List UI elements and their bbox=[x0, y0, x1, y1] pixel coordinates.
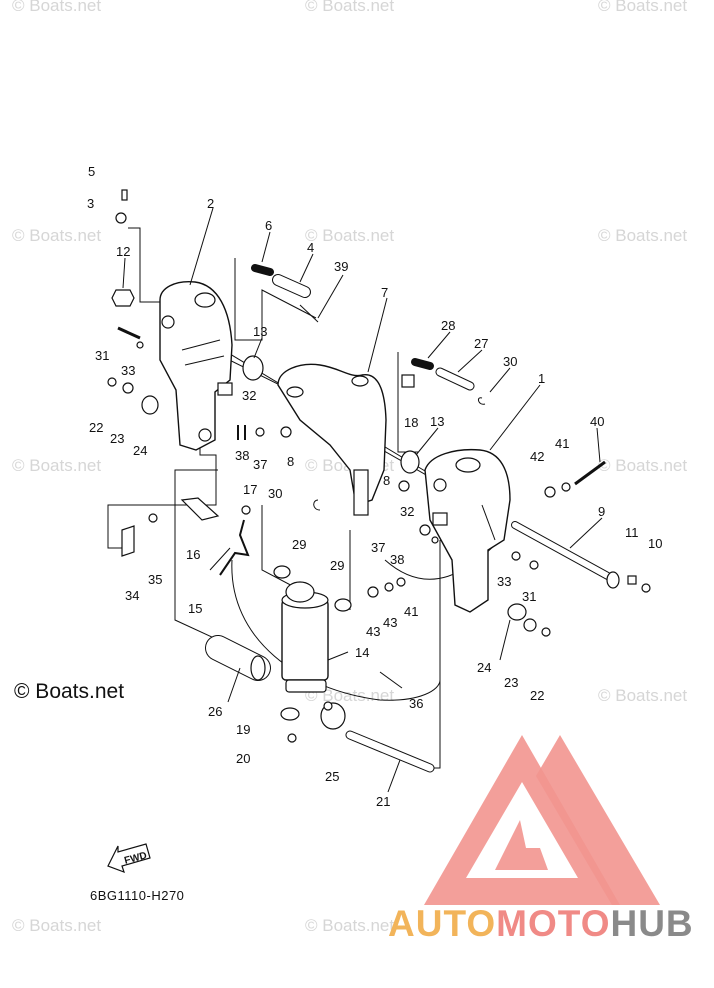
watermark: © Boats.net bbox=[598, 226, 688, 245]
callout: 22 bbox=[89, 420, 103, 435]
watermark: © Boats.net bbox=[12, 0, 102, 15]
callout: 7 bbox=[381, 285, 388, 300]
callout: 42 bbox=[530, 449, 544, 464]
callout: 33 bbox=[121, 363, 135, 378]
callout: 43 bbox=[383, 615, 397, 630]
callout: 22 bbox=[530, 688, 544, 703]
watermark: © Boats.net bbox=[305, 226, 395, 245]
callout: 23 bbox=[504, 675, 518, 690]
boats-net-watermark: © Boats.net bbox=[14, 680, 125, 703]
fwd-arrow-icon: FWD bbox=[107, 843, 151, 874]
callout: 23 bbox=[110, 431, 124, 446]
callout: 1 bbox=[538, 371, 545, 386]
callout: 36 bbox=[409, 696, 423, 711]
callout: 30 bbox=[268, 486, 282, 501]
small-parts bbox=[107, 189, 651, 743]
watermark: © Boats.net bbox=[305, 686, 395, 705]
callout: 16 bbox=[186, 547, 200, 562]
callout: 18 bbox=[404, 415, 418, 430]
callout: 15 bbox=[188, 601, 202, 616]
callout: 2 bbox=[207, 196, 214, 211]
callout: 10 bbox=[648, 536, 662, 551]
callout: 41 bbox=[555, 436, 569, 451]
callout: 31 bbox=[95, 348, 109, 363]
callout: 11 bbox=[625, 525, 639, 540]
callout: 32 bbox=[400, 504, 414, 519]
callout: 28 bbox=[441, 318, 455, 333]
part-2-bracket bbox=[159, 281, 233, 451]
part-21-shaft bbox=[345, 730, 435, 773]
watermark: © Boats.net bbox=[12, 456, 102, 475]
leader-lines bbox=[122, 207, 603, 793]
callout: 38 bbox=[390, 552, 404, 567]
part-1-bracket bbox=[424, 448, 511, 613]
watermark: © Boats.net bbox=[598, 456, 688, 475]
callout: 13 bbox=[253, 324, 267, 339]
callout: 4 bbox=[307, 240, 314, 255]
callout: 13 bbox=[430, 414, 444, 429]
brand-part-moto: MOTO bbox=[496, 903, 611, 944]
watermark: © Boats.net bbox=[305, 916, 395, 935]
callout: 39 bbox=[334, 259, 348, 274]
callout: 34 bbox=[125, 588, 139, 603]
part-7-swivel bbox=[277, 363, 387, 516]
brand-part-auto: AUTO bbox=[388, 903, 497, 944]
callout: 27 bbox=[474, 336, 488, 351]
watermark: © Boats.net bbox=[598, 0, 688, 15]
callout: 24 bbox=[477, 660, 491, 675]
callout: 12 bbox=[116, 244, 130, 259]
part-26-roller bbox=[205, 635, 271, 681]
part-14-cylinder bbox=[281, 581, 329, 693]
callout: 43 bbox=[366, 624, 380, 639]
part-9-tilt-shaft bbox=[511, 521, 620, 589]
callout: 8 bbox=[383, 473, 390, 488]
callout: 40 bbox=[590, 414, 604, 429]
brand-wordmark: AUTOMOTOHUB bbox=[388, 903, 694, 945]
callout: 35 bbox=[148, 572, 162, 587]
callout: 38 bbox=[235, 448, 249, 463]
callout: 31 bbox=[522, 589, 536, 604]
callout: 6 bbox=[265, 218, 272, 233]
watermark: © Boats.net bbox=[12, 916, 102, 935]
callout: 26 bbox=[208, 704, 222, 719]
callout: 37 bbox=[371, 540, 385, 555]
watermark: © Boats.net bbox=[598, 686, 688, 705]
callout: 29 bbox=[330, 558, 344, 573]
callout: 24 bbox=[133, 443, 147, 458]
callout: 14 bbox=[355, 645, 369, 660]
watermark: © Boats.net bbox=[12, 226, 102, 245]
part-16-15-lever bbox=[180, 497, 250, 576]
callout: 37 bbox=[253, 457, 267, 472]
callout: 3 bbox=[87, 196, 94, 211]
callout: 32 bbox=[242, 388, 256, 403]
callout: 17 bbox=[243, 482, 257, 497]
callout: 9 bbox=[598, 504, 605, 519]
callout: 5 bbox=[88, 164, 95, 179]
callout: 21 bbox=[376, 794, 390, 809]
callout: 29 bbox=[292, 537, 306, 552]
watermark: © Boats.net bbox=[305, 0, 395, 15]
callout: 19 bbox=[236, 722, 250, 737]
callout: 41 bbox=[404, 604, 418, 619]
callout-labels: 5 3 2 6 4 39 12 7 28 27 30 31 13 33 1 32… bbox=[87, 164, 662, 809]
callout: 25 bbox=[325, 769, 339, 784]
callout: 20 bbox=[236, 751, 250, 766]
callout: 33 bbox=[497, 574, 511, 589]
callout: 30 bbox=[503, 354, 517, 369]
callout: 8 bbox=[287, 454, 294, 469]
diagram-code: 6BG1110-H270 bbox=[90, 888, 185, 903]
brand-part-hub: HUB bbox=[610, 903, 694, 944]
brand-logo-icon bbox=[424, 735, 660, 905]
